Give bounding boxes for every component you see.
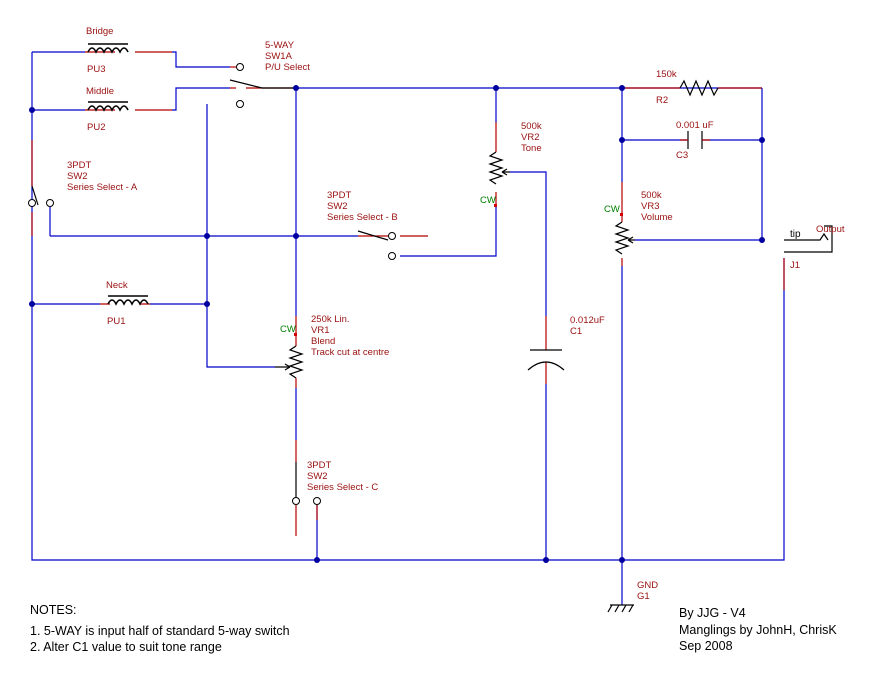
middle-name-label: Middle xyxy=(86,86,114,97)
vr2-name-label: Tone xyxy=(521,143,542,154)
notes-title: NOTES: xyxy=(30,603,77,617)
r2-resistor xyxy=(679,79,719,97)
sw2c-switch xyxy=(292,462,321,505)
pickup-neck-coil xyxy=(107,295,149,306)
sw2b-label-3: Series Select - B xyxy=(327,212,398,223)
sw2c-label-2: SW2 xyxy=(307,471,328,482)
credits-line-3: Sep 2008 xyxy=(679,639,733,653)
ground-symbol xyxy=(607,604,634,613)
sw1a-label-3: P/U Select xyxy=(265,62,310,73)
pickup-bridge-coil xyxy=(87,43,129,54)
sw1a-label-2: SW1A xyxy=(265,51,293,62)
vr3-cw-label: CW xyxy=(604,204,620,215)
output-ref-label: J1 xyxy=(790,260,800,271)
vr2-value-label: 500k xyxy=(521,121,542,132)
gnd-ref-label: G1 xyxy=(637,591,650,602)
vr3-ref-label: VR3 xyxy=(641,201,659,212)
vr1-value-label: 250k Lin. xyxy=(311,314,350,325)
vr3-name-label: Volume xyxy=(641,212,673,223)
c3-ref-label: C3 xyxy=(676,150,688,161)
sw2a-label-3: Series Select - A xyxy=(67,182,138,193)
vr1-cw-label: CW xyxy=(280,324,296,335)
credits-line-2: Manglings by JohnH, ChrisK xyxy=(679,623,837,637)
sw2b-label-1: 3PDT xyxy=(327,190,351,201)
vr3-value-label: 500k xyxy=(641,190,662,201)
output-tip-label: tip xyxy=(790,229,801,240)
bridge-ref-label: PU3 xyxy=(87,64,105,75)
junction-nodes xyxy=(29,85,765,563)
c1-capacitor xyxy=(527,349,565,371)
vr2-cw-label: CW xyxy=(480,195,496,206)
vr2-pot xyxy=(488,151,510,207)
output-jack xyxy=(784,225,833,253)
vr1-note-label: Track cut at centre xyxy=(311,347,389,358)
vr1-pot xyxy=(275,333,304,379)
sw1a-label-1: 5-WAY xyxy=(265,40,295,51)
c1-value-label: 0.012uF xyxy=(570,315,605,326)
neck-name-label: Neck xyxy=(106,280,128,291)
vr3-pot xyxy=(614,213,635,255)
notes-item-2: 2. Alter C1 value to suit tone range xyxy=(30,640,222,654)
sw2b-label-2: SW2 xyxy=(327,201,348,212)
vr1-name-label: Blend xyxy=(311,336,335,347)
vr1-ref-label: VR1 xyxy=(311,325,329,336)
neck-ref-label: PU1 xyxy=(107,316,125,327)
component-leads xyxy=(31,51,785,536)
sw2a-label-2: SW2 xyxy=(67,171,88,182)
c3-value-label: 0.001 uF xyxy=(676,120,714,131)
vr2-ref-label: VR2 xyxy=(521,132,539,143)
pickup-middle-coil xyxy=(87,101,129,112)
sw1a-switch xyxy=(229,63,296,108)
output-label: Output xyxy=(816,224,845,235)
notes-item-1: 1. 5-WAY is input half of standard 5-way… xyxy=(30,624,290,638)
credits-line-1: By JJG - V4 xyxy=(679,606,746,620)
c3-capacitor xyxy=(680,131,710,149)
bridge-name-label: Bridge xyxy=(86,26,113,37)
r2-ref-label: R2 xyxy=(656,95,668,106)
sw2a-switch xyxy=(28,185,54,236)
middle-ref-label: PU2 xyxy=(87,122,105,133)
sw2c-label-3: Series Select - C xyxy=(307,482,378,493)
sw2b-switch xyxy=(357,230,396,260)
wires xyxy=(31,51,785,605)
r2-value-label: 150k xyxy=(656,69,677,80)
sw2c-label-1: 3PDT xyxy=(307,460,331,471)
sw2a-label-1: 3PDT xyxy=(67,160,91,171)
gnd-label: GND xyxy=(637,580,658,591)
c1-ref-label: C1 xyxy=(570,326,582,337)
